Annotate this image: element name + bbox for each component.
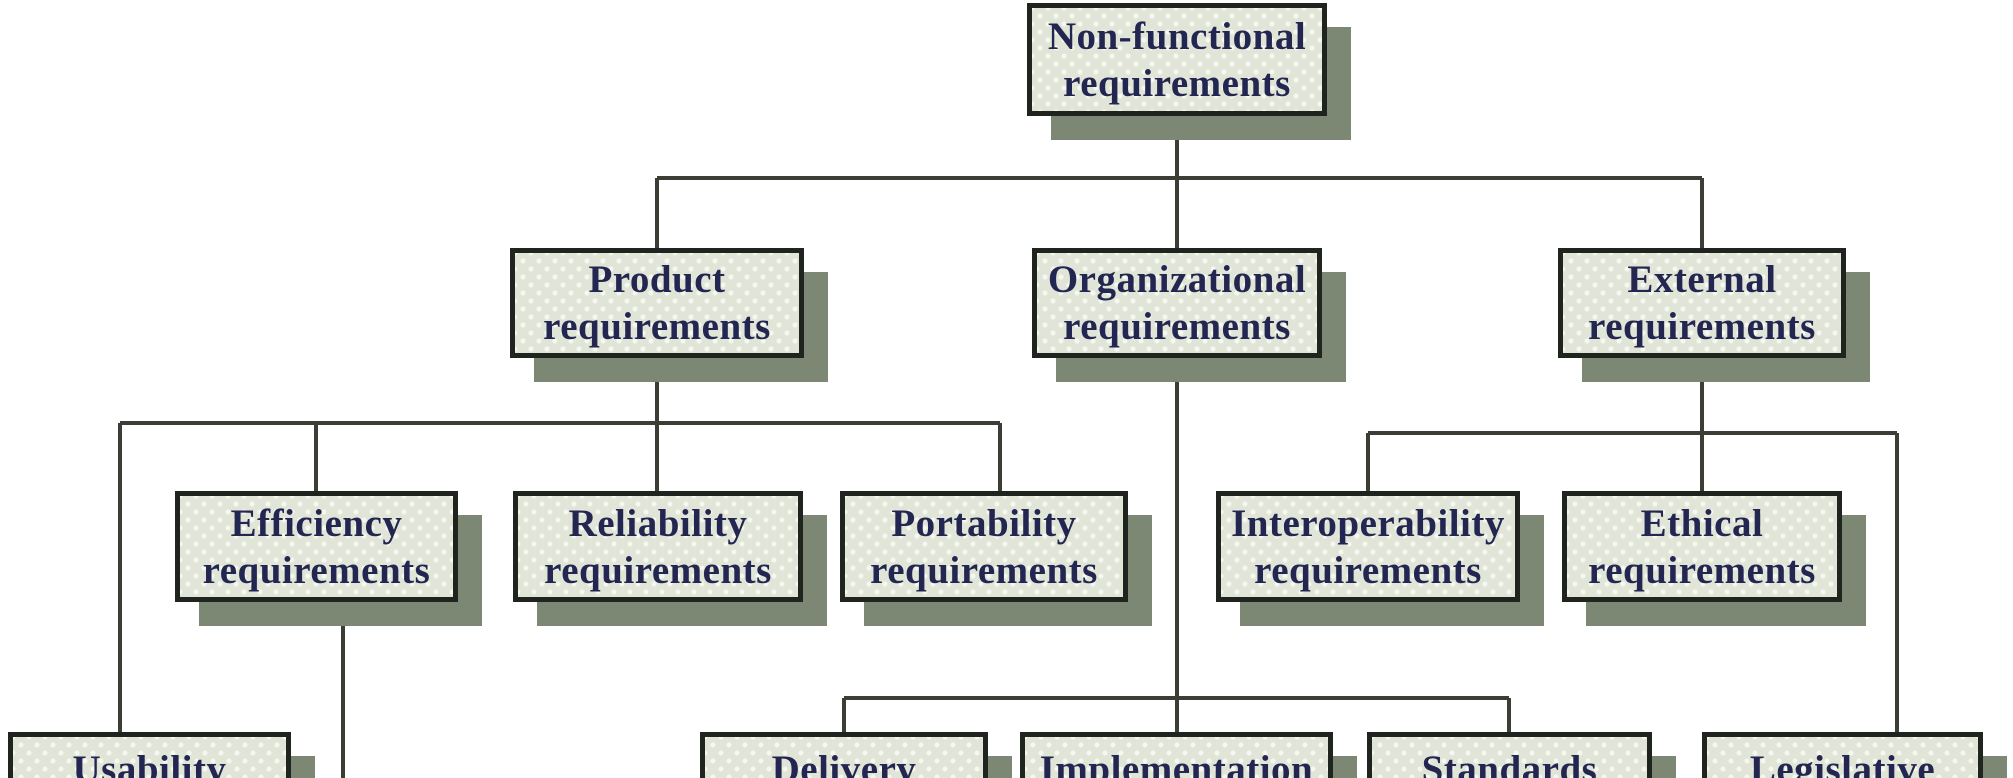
node-label: Efficiency: [230, 501, 403, 545]
node-product-requirements: Product requirements: [510, 248, 804, 358]
node-label: requirements: [1254, 548, 1482, 592]
node-label: Legislative: [1749, 748, 1936, 778]
node-implementation-requirements: Implementation: [1020, 732, 1333, 778]
node-label: Usability: [72, 748, 227, 778]
node-label: Portability: [891, 501, 1077, 545]
node-label: Delivery: [771, 748, 917, 778]
node-label: requirements: [1063, 61, 1291, 105]
node-external-requirements: External requirements: [1558, 248, 1846, 358]
node-legislative-requirements: Legislative: [1702, 732, 1983, 778]
node-label: Reliability: [568, 501, 748, 545]
node-standards-requirements: Standards: [1367, 732, 1652, 778]
node-label: requirements: [1063, 305, 1291, 348]
node-label: Non-functional: [1047, 14, 1307, 58]
node-label: requirements: [1588, 548, 1816, 592]
node-label: Interoperability: [1231, 501, 1505, 545]
node-label: Implementation: [1039, 748, 1314, 778]
node-reliability-requirements: Reliability requirements: [513, 491, 803, 602]
node-label: Ethical: [1640, 501, 1764, 545]
node-label: requirements: [543, 305, 771, 348]
node-label: Standards: [1421, 748, 1598, 778]
node-interoperability-requirements: Interoperability requirements: [1216, 491, 1520, 602]
node-label: External: [1627, 258, 1777, 301]
node-label: Product: [588, 258, 726, 301]
node-efficiency-requirements: Efficiency requirements: [175, 491, 458, 602]
node-ethical-requirements: Ethical requirements: [1562, 491, 1842, 602]
node-label: Organizational: [1047, 258, 1307, 301]
node-label: requirements: [544, 548, 772, 592]
node-label: requirements: [202, 548, 431, 592]
node-organizational-requirements: Organizational requirements: [1032, 248, 1322, 358]
node-label: requirements: [1588, 305, 1816, 348]
node-nonfunctional-requirements: Non-functional requirements: [1027, 3, 1327, 116]
node-delivery-requirements: Delivery: [700, 732, 988, 778]
node-usability-requirements: Usability: [8, 732, 291, 778]
node-label: requirements: [870, 548, 1098, 592]
node-portability-requirements: Portability requirements: [840, 491, 1128, 602]
